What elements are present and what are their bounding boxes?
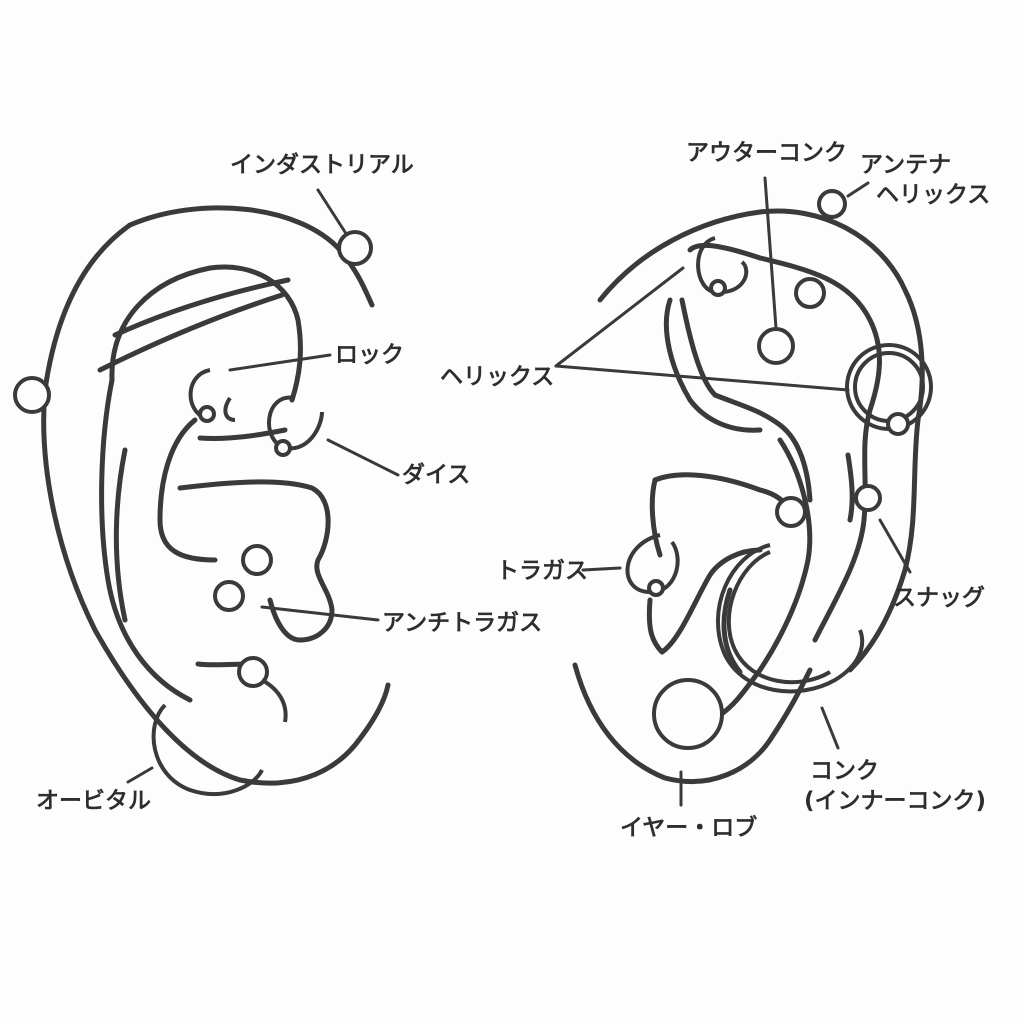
outer-conch-leader <box>763 176 778 330</box>
conch-ring-inner <box>726 550 832 685</box>
label-antenna-helix-1: アンテナ <box>860 152 951 178</box>
daith-ring <box>267 395 324 451</box>
helix-ring-side-inner <box>853 351 925 423</box>
label-rook: ロック <box>335 342 404 368</box>
rook-ball <box>198 405 216 423</box>
right-ear-concha-outer <box>717 437 813 718</box>
helix-leader-2 <box>554 364 850 392</box>
left-ear-inner-helix <box>109 264 303 403</box>
label-conch-2: (インナーコンク) <box>804 788 986 814</box>
right-ear-scapha <box>845 452 855 523</box>
right-ear-outer-rim <box>597 208 925 673</box>
antitragus-stud-2 <box>213 580 245 612</box>
right-ear-intertragic <box>721 587 743 675</box>
label-antenna-helix-2: ヘリックス <box>876 182 990 208</box>
left-ear-antihelix <box>157 417 218 563</box>
ear-lobe-plug <box>652 678 724 750</box>
rook-leader <box>228 353 332 372</box>
orbital-leader <box>126 766 154 784</box>
right-ear-antihelix-stem <box>679 297 813 503</box>
left-ear-outer-contour <box>41 222 391 786</box>
helix-ring-side-ball <box>886 412 910 436</box>
label-outer-conch: アウターコンク <box>686 140 847 166</box>
left-ear-daith-fold <box>197 427 288 441</box>
label-snug: スナッグ <box>893 584 985 611</box>
antitragus-stud-1 <box>241 544 273 576</box>
label-conch-1: コンク <box>810 758 879 784</box>
daith-leader <box>326 438 400 477</box>
helix-ring-top-ball <box>709 279 727 297</box>
label-daith: ダイス <box>402 461 470 488</box>
label-helix: ヘリックス <box>440 364 554 390</box>
right-ear-antihelix <box>663 297 763 433</box>
lobe-barbell-bar <box>260 678 288 723</box>
right-ear-lobe-outer <box>572 662 813 784</box>
label-ear-lobe: イヤー・ロブ <box>620 814 757 841</box>
label-tragus: トラガス <box>496 558 588 584</box>
right-ear-tragus <box>652 472 793 523</box>
antitragus-leader <box>260 605 380 622</box>
left-ear-helix-inner-line <box>99 377 193 703</box>
outer-conch-stud <box>757 327 795 365</box>
left-ear-concha <box>177 479 335 643</box>
label-orbital: オービタル <box>36 788 151 814</box>
snug-leader <box>878 518 912 574</box>
left-ear-outer-rim <box>127 205 375 308</box>
rook-ring-2 <box>223 396 236 422</box>
conch-ring <box>715 543 865 694</box>
tragus-ball <box>647 579 665 597</box>
daith-ball <box>274 439 292 457</box>
conch-leader <box>820 706 840 750</box>
industrial-leader <box>316 188 347 234</box>
orbital-ring <box>151 703 264 796</box>
antenna-helix-leader <box>846 181 870 198</box>
helix-leader-1 <box>554 266 685 368</box>
snug-stud <box>854 484 882 512</box>
lobe-barbell-ball <box>237 656 269 688</box>
label-antitragus: アンチトラガス <box>382 610 542 636</box>
label-industrial: インダストリアル <box>230 151 414 178</box>
right-ear-helix-inner <box>687 242 882 643</box>
left-ear-scapha <box>113 447 128 623</box>
right-ear-antitragus <box>646 547 763 655</box>
tragus-leader <box>581 566 622 572</box>
industrial-ball <box>337 230 373 266</box>
left-ear: インダストリアル ロック ダイス アンチトラガス オービタル <box>13 151 542 814</box>
right-ear: アウターコンク アンテナ ヘリックス ヘリックス スナッグ トラガス コンク (… <box>440 140 990 841</box>
left-helix-ball <box>13 376 51 414</box>
outer-conch-stud-top <box>794 277 826 309</box>
tragus-stud <box>775 496 807 528</box>
left-ear-rook-fold-2 <box>112 277 291 338</box>
right-ear-tragus-notch <box>649 477 663 558</box>
left-ear-rook-fold <box>97 292 285 373</box>
antenna-helix-ball <box>817 189 847 219</box>
